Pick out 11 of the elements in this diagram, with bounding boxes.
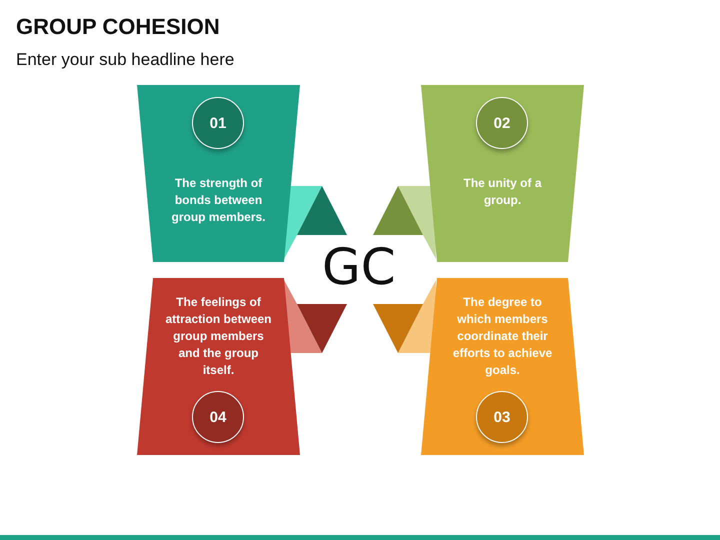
trapezoid-panel xyxy=(137,278,300,455)
subtitle: Enter your sub headline here xyxy=(16,50,234,70)
trapezoid-panel xyxy=(137,85,300,262)
title: GROUP COHESION xyxy=(16,14,220,40)
trapezoid-panel xyxy=(421,85,584,262)
description-text: The degree to which members coordinate their efforts to achieve goals. xyxy=(452,294,554,379)
description-text: The feelings of attraction between group members and the group itself. xyxy=(164,294,273,379)
description-text: The unity of a group. xyxy=(462,175,543,209)
center-initials: GC xyxy=(322,238,396,296)
description-text: The strength of bonds between group members. xyxy=(170,175,267,226)
trapezoid-panel xyxy=(421,278,584,455)
